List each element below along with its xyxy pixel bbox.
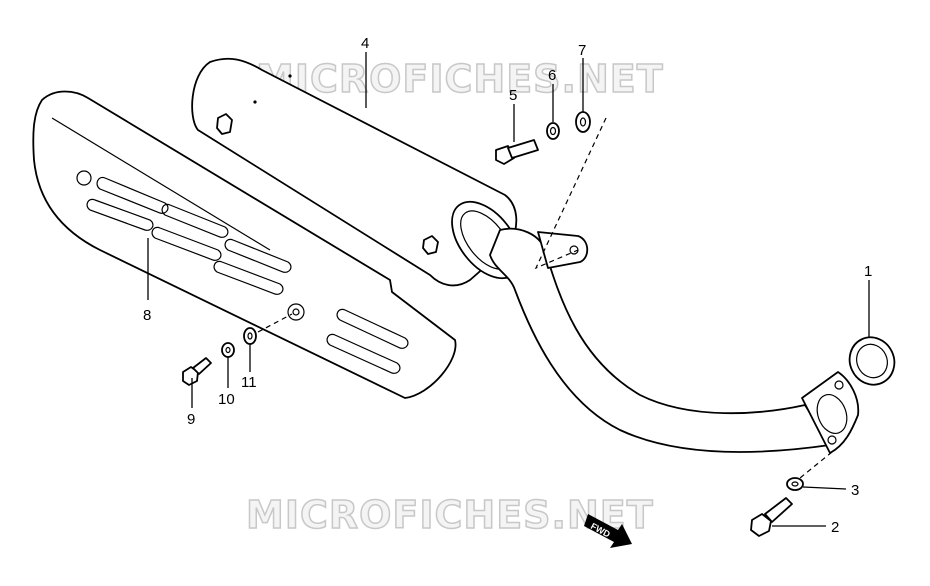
callout-9: 9: [187, 411, 195, 428]
bolt-9: [182, 357, 212, 386]
callout-7: 7: [578, 42, 586, 59]
muffler-body: [191, 57, 521, 287]
gasket-1: [848, 336, 896, 386]
leader-lines: [147, 52, 870, 527]
bolt-5: [495, 139, 539, 165]
watermark-top: MICROFICHES.NET: [256, 57, 664, 101]
bolt-2: [750, 497, 793, 537]
washer-10: [221, 342, 235, 358]
callout-5: 5: [509, 87, 517, 104]
washer-6: [546, 122, 560, 140]
callout-10: 10: [218, 391, 235, 408]
watermark-bottom: MICROFICHES.NET: [246, 493, 654, 537]
washer-3: [786, 477, 804, 491]
washer-11: [243, 327, 257, 345]
callout-8: 8: [143, 307, 151, 324]
callout-2: 2: [831, 519, 839, 536]
callout-11: 11: [241, 374, 257, 391]
callout-3: 3: [851, 482, 859, 499]
callout-4: 4: [361, 35, 369, 52]
callout-6: 6: [548, 67, 556, 84]
assembly-guide-lines: [257, 117, 833, 479]
heat-shield: [32, 90, 457, 399]
callout-1: 1: [864, 263, 872, 280]
exhaust-pipe: [489, 227, 860, 454]
washer-7: [575, 111, 591, 133]
